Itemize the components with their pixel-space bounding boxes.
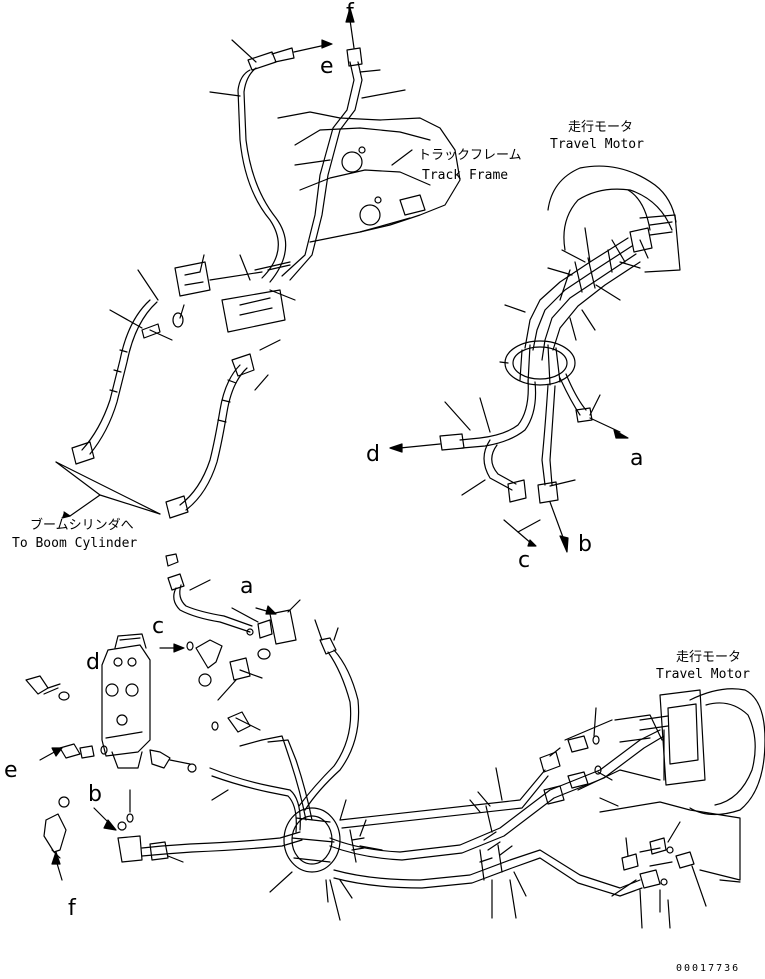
callout-f-bottom: f (68, 896, 76, 921)
track-frame-label-en: Track Frame (422, 168, 509, 183)
callout-e-top: e (320, 54, 334, 79)
callout-c-bottom: c (152, 614, 165, 639)
fitting-top-f (346, 47, 363, 67)
callout-f-top: f (346, 0, 354, 25)
travel-motor-body (547, 165, 677, 223)
callout-e-bottom: e (4, 758, 18, 783)
spiral-guard-bottom (283, 807, 341, 873)
fitting-top-left (247, 51, 277, 71)
bottom-hose-assembly (25, 553, 765, 929)
top-right-motor-assembly (389, 165, 681, 553)
boom-cylinder-label-en: To Boom Cylinder (12, 536, 138, 551)
callout-b-right: b (578, 532, 592, 557)
track-frame-label-jp: トラックフレーム (418, 148, 522, 163)
callout-a-bottom: a (240, 574, 254, 599)
fitting-boom-cyl-2 (165, 495, 189, 519)
drawing-number: 00017736 (676, 963, 741, 974)
callout-d-bottom: d (86, 650, 100, 675)
callout-b-bottom: b (88, 782, 102, 807)
top-left-hose-assembly (55, 7, 461, 519)
callout-d-right: d (366, 442, 380, 467)
callout-a-right: a (630, 446, 644, 471)
travel-motor-label-jp-top: 走行モータ (568, 120, 634, 135)
travel-motor-label-jp-bottom: 走行モータ (676, 650, 742, 665)
swivel-joint-body (101, 644, 151, 757)
fitting-boom-cyl-1 (71, 441, 95, 465)
travel-motor-label-en-top: Travel Motor (550, 137, 644, 152)
callout-c-right: c (518, 548, 531, 573)
travel-motor-label-en-bottom: Travel Motor (656, 667, 750, 682)
boom-cylinder-label-jp: ブームシリンダへ (30, 518, 134, 533)
